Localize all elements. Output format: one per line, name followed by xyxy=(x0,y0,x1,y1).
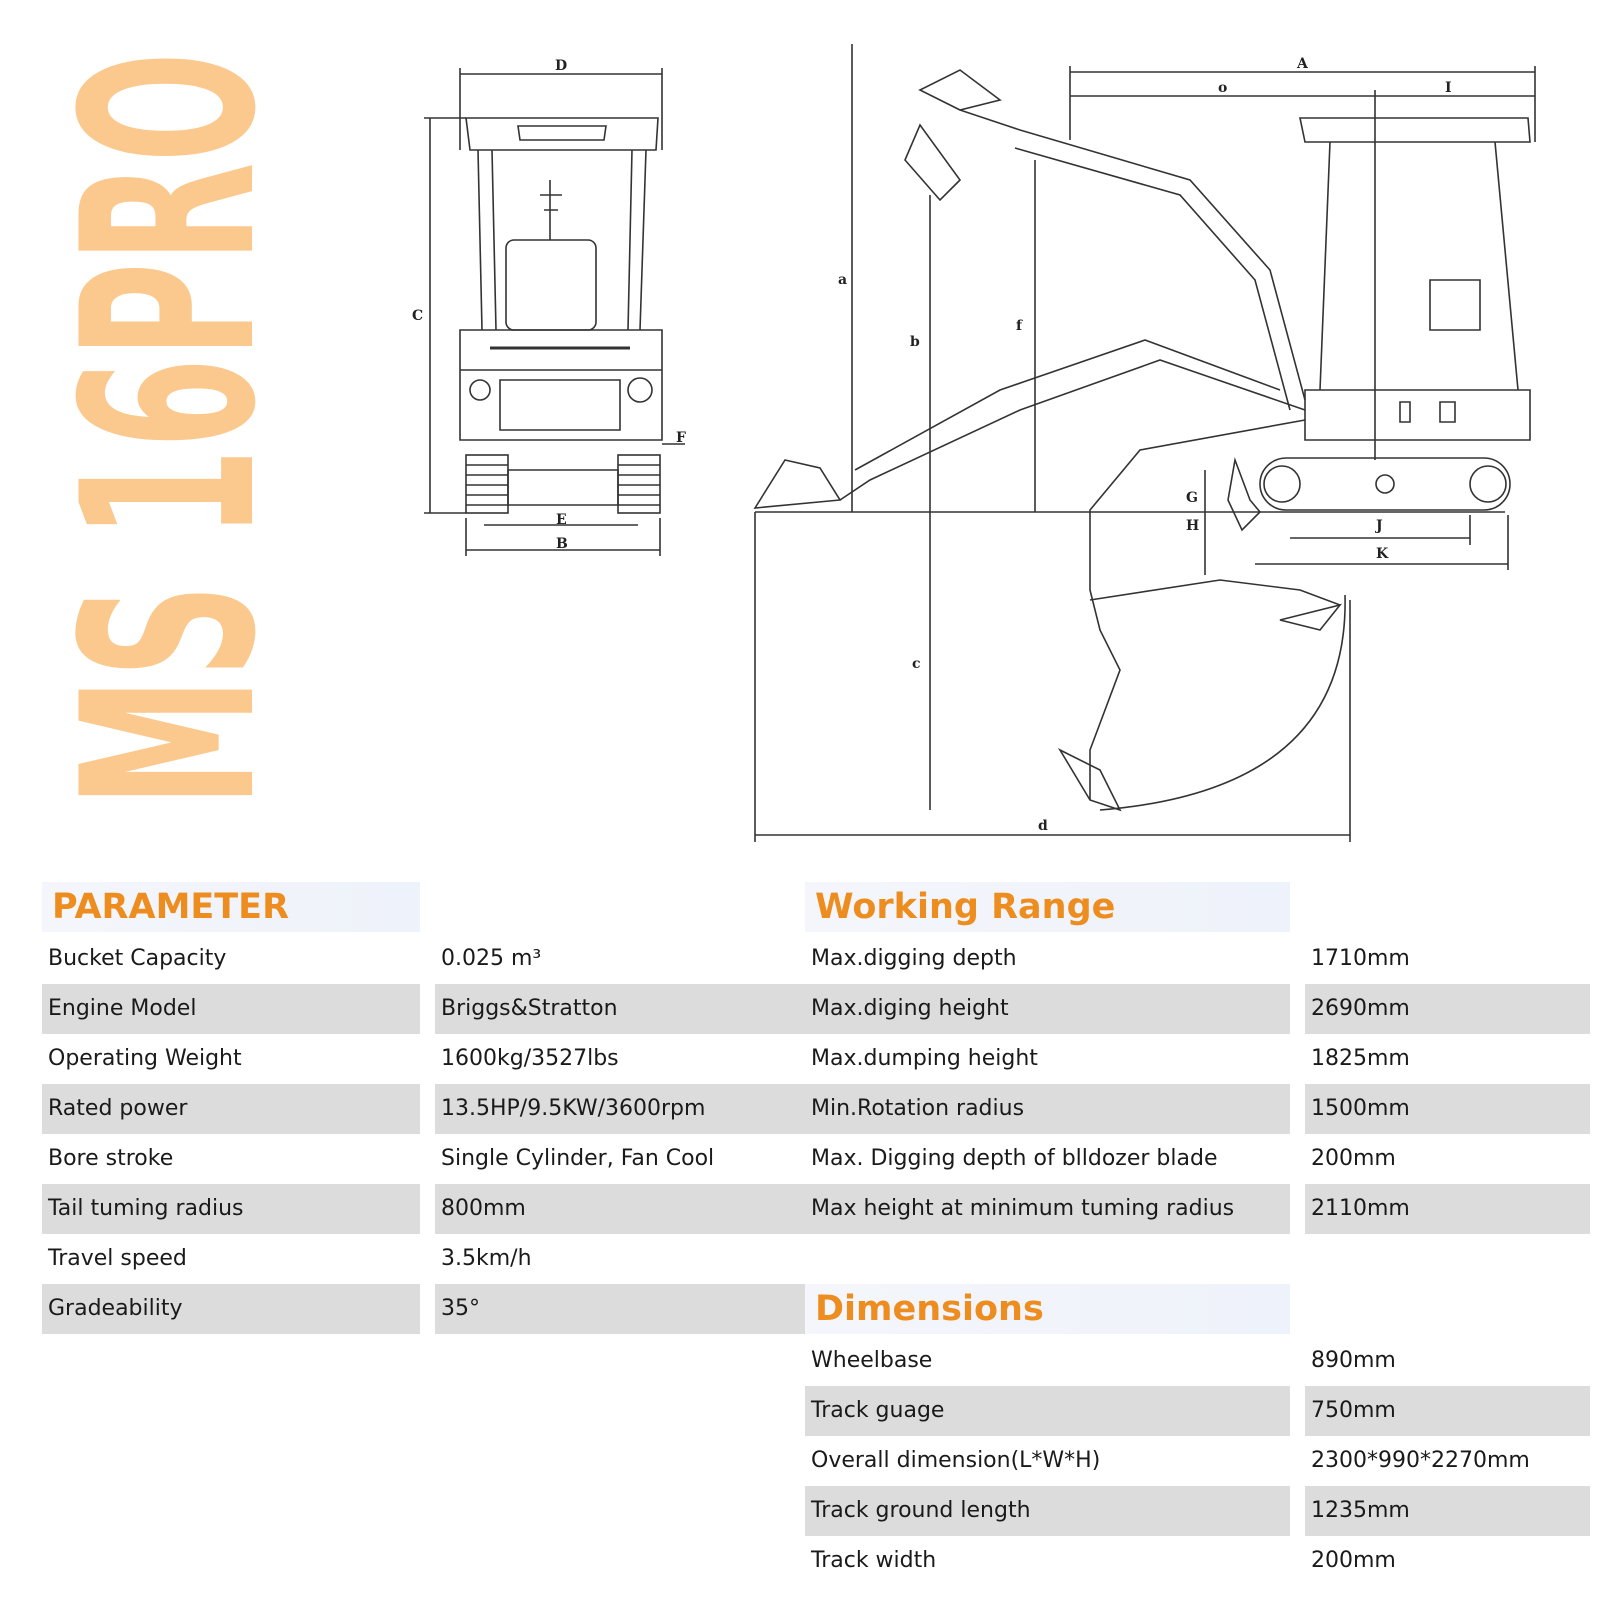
range-label: Max. Digging depth of blldozer blade xyxy=(811,1146,1218,1171)
dim-label-C: C xyxy=(412,308,423,324)
dim-label-d: d xyxy=(1038,818,1048,834)
param-label: Bucket Capacity xyxy=(48,946,227,971)
dimensions-section-title: Dimensions xyxy=(805,1284,1290,1334)
range-label: Max.diging height xyxy=(805,984,1290,1034)
dim-label-o: o xyxy=(1218,80,1227,96)
dimension-label: Track width xyxy=(811,1548,937,1573)
range-value: 1825mm xyxy=(1311,1046,1410,1071)
brand-model-text: MS 16PRO xyxy=(70,55,260,807)
dim-label-a: a xyxy=(838,272,847,288)
dim-label-D: D xyxy=(555,58,567,74)
range-value: 1500mm xyxy=(1305,1084,1590,1134)
dimension-value: 1235mm xyxy=(1305,1486,1590,1536)
dimension-label: Track ground length xyxy=(805,1486,1290,1536)
param-label: Operating Weight xyxy=(48,1046,242,1071)
dim-label-E: E xyxy=(556,512,567,528)
range-value: 200mm xyxy=(1311,1146,1396,1171)
dim-label-I: I xyxy=(1445,80,1452,96)
range-value: 1710mm xyxy=(1311,946,1410,971)
side-view-labels: A o I a b f G H J K c d xyxy=(838,56,1452,834)
dim-label-f: f xyxy=(1016,318,1023,334)
dim-label-B: B xyxy=(556,536,568,552)
working-range-section-title: Working Range xyxy=(805,882,1290,932)
dim-label-c: c xyxy=(912,656,921,672)
range-value: 2690mm xyxy=(1305,984,1590,1034)
dimension-value: 2300*990*2270mm xyxy=(1311,1448,1530,1473)
param-label: Bore stroke xyxy=(48,1146,174,1171)
dimension-label: Track guage xyxy=(805,1386,1290,1436)
dim-label-K: K xyxy=(1376,546,1389,562)
param-label: Tail tuming radius xyxy=(42,1184,420,1234)
param-value: 1600kg/3527lbs xyxy=(441,1046,619,1071)
side-view xyxy=(753,44,1536,842)
dim-label-F: F xyxy=(676,430,686,446)
excavator-technical-drawing: D C F E B xyxy=(400,30,1590,870)
parameter-section-title: PARAMETER xyxy=(42,882,420,932)
dimension-value: 200mm xyxy=(1311,1548,1396,1573)
param-value: 13.5HP/9.5KW/3600rpm xyxy=(435,1084,825,1134)
param-label: Travel speed xyxy=(48,1246,187,1271)
param-value: Single Cylinder, Fan Cool xyxy=(441,1146,715,1171)
range-label: Max height at minimum tuming radius xyxy=(805,1184,1290,1234)
dim-label-b: b xyxy=(910,334,920,350)
range-label: Max.digging depth xyxy=(811,946,1017,971)
range-value: 2110mm xyxy=(1305,1184,1590,1234)
param-value: 0.025 m³ xyxy=(441,946,542,971)
param-value: 35° xyxy=(435,1284,825,1334)
dim-label-A: A xyxy=(1296,56,1309,72)
param-value: 800mm xyxy=(435,1184,825,1234)
dim-label-H: H xyxy=(1186,518,1199,534)
dimension-label: Wheelbase xyxy=(811,1348,933,1373)
param-label: Engine Model xyxy=(42,984,420,1034)
dimension-value: 890mm xyxy=(1311,1348,1396,1373)
dim-label-J: J xyxy=(1374,518,1383,534)
param-value: Briggs&Stratton xyxy=(435,984,825,1034)
range-label: Max.dumping height xyxy=(811,1046,1038,1071)
front-view xyxy=(424,68,685,556)
param-label: Gradeability xyxy=(42,1284,420,1334)
front-view-labels: D C F E B xyxy=(412,58,686,552)
dim-label-G: G xyxy=(1186,490,1198,506)
brand-model-name: MS 16PRO xyxy=(32,52,309,825)
param-value: 3.5km/h xyxy=(441,1246,532,1271)
param-label: Rated power xyxy=(42,1084,420,1134)
dimension-label: Overall dimension(L*W*H) xyxy=(811,1448,1101,1473)
dimension-value: 750mm xyxy=(1305,1386,1590,1436)
range-label: Min.Rotation radius xyxy=(805,1084,1290,1134)
